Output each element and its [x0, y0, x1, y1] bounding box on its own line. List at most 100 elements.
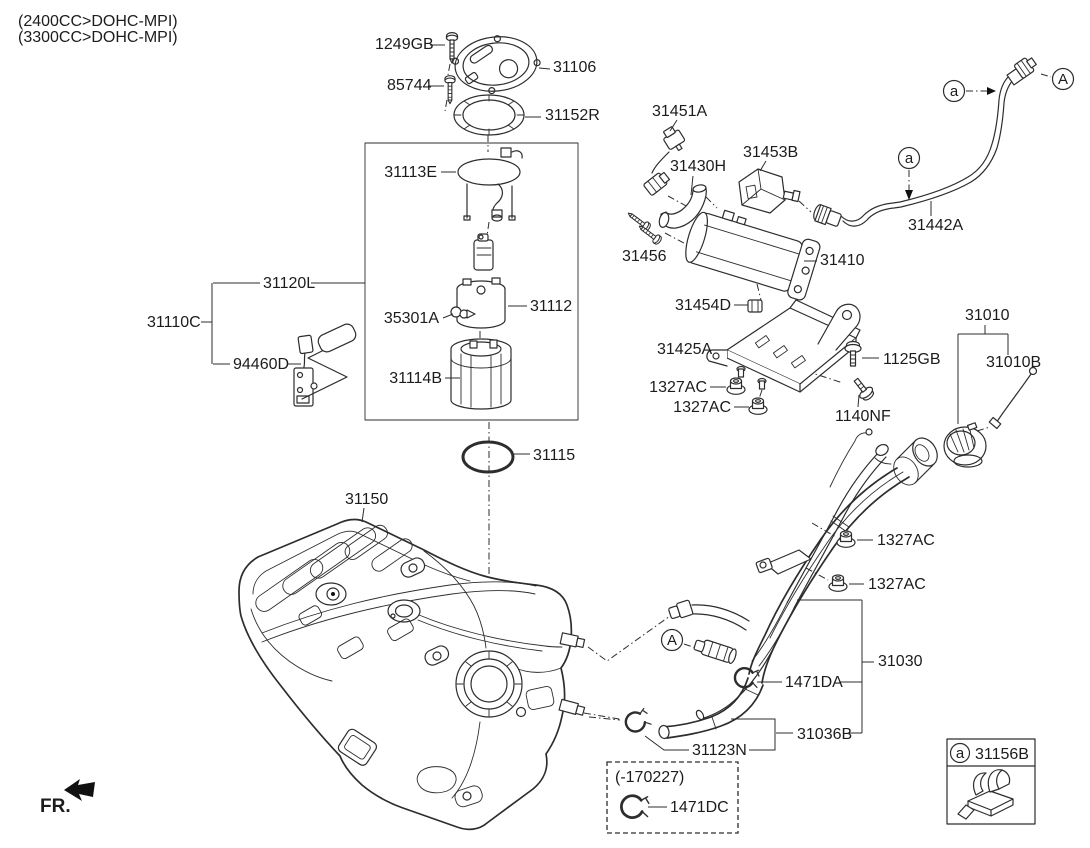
nut-1327ac-icon	[836, 530, 856, 548]
fuel-sender-group: 31110C 31120L 94460D	[147, 275, 365, 407]
nut-1327ac-icon	[748, 397, 768, 415]
tank-vent-port-icon	[315, 582, 347, 606]
neck-bracket-icon	[755, 549, 812, 575]
part-label-31106: 31106	[553, 59, 596, 76]
callout-a-letter: a	[905, 150, 914, 167]
part-label-31010b: 31010B	[986, 354, 1041, 371]
canister-bracket-icon	[706, 299, 861, 393]
part-label-31156b: 31156B	[975, 746, 1029, 763]
breather-hose-icon	[668, 599, 750, 631]
packing-oring-group: 31115	[461, 422, 575, 664]
front-label: FR.	[40, 796, 71, 817]
legend-callout-a-circle	[949, 742, 971, 764]
screw-85744-icon	[444, 75, 456, 105]
front-arrow-icon	[64, 779, 95, 801]
bolt-1140nf-icon	[853, 377, 875, 401]
reservoir-filter-icon	[450, 338, 512, 410]
part-label-1327ac-1: 1327AC	[649, 379, 707, 396]
sender-opening-icon	[387, 599, 421, 623]
filler-inlet-icon	[829, 428, 938, 488]
canister-clip-icon	[747, 299, 763, 313]
superseded-part-box: (-170227) 1471DC	[606, 761, 739, 834]
part-label-1140nf: 1140NF	[835, 408, 891, 425]
tank-drain-notch-icon	[337, 728, 378, 766]
pump-plate-cover-assembly: 1249GB 85744 31106 31152R	[375, 32, 600, 152]
fuel-tank-group: 31150	[238, 491, 685, 831]
arrowhead-icon	[905, 190, 913, 200]
front-direction-indicator: FR.	[40, 779, 95, 817]
bolt-1125gb-icon	[844, 340, 862, 367]
part-label-31114b: 31114B	[389, 370, 442, 387]
part-label-31036b: 31036B	[797, 726, 852, 743]
part-label-31120l: 31120L	[263, 275, 315, 292]
canister-icon	[685, 209, 821, 301]
nut-1327ac-icon	[726, 377, 746, 395]
part-label-31112: 31112	[530, 298, 572, 315]
callout-a-circle	[897, 146, 921, 170]
part-label-31456: 31456	[622, 248, 667, 265]
pressure-sensor-icon	[450, 306, 476, 319]
part-label-31454d: 31454D	[675, 297, 731, 314]
part-label-31123n: 31123N	[692, 742, 747, 759]
callout-A-circle	[660, 628, 684, 652]
fuel-cap-group: 31010 31010B	[943, 307, 1041, 468]
fuel-tank-icon	[238, 518, 573, 831]
callout-a-circle	[942, 79, 966, 103]
pump-plate-icon	[457, 147, 523, 222]
part-label-31030: 31030	[878, 653, 923, 670]
fuel-pump-module-group: 31113E 31112 35301A 31114B	[364, 142, 579, 421]
clamp-1471da-icon	[731, 663, 763, 692]
part-label-1471da: 1471DA	[785, 674, 843, 691]
tank-nipple-icon	[559, 632, 586, 649]
part-label-31453b: 31453B	[743, 144, 798, 161]
module-frame	[364, 142, 579, 421]
callout-a-letter: a	[950, 83, 959, 100]
part-label-31010: 31010	[965, 307, 1010, 324]
callout-A-circle	[1051, 67, 1075, 91]
pump-motor-icon	[473, 233, 494, 271]
engine-variant-line2: (3300CC>DOHC-MPI)	[18, 29, 178, 46]
part-label-31150: 31150	[345, 491, 388, 508]
canister-close-valve-icon	[738, 168, 801, 214]
legend-box: a 31156B	[946, 738, 1036, 825]
part-label-31442a: 31442A	[908, 217, 963, 234]
fuel-pump-icon	[456, 277, 506, 329]
part-label-31115: 31115	[533, 447, 575, 464]
part-label-1327ac-3: 1327AC	[877, 532, 935, 549]
lock-ring-icon	[453, 94, 525, 136]
part-label-31425a: 31425A	[657, 341, 712, 358]
tube-elbow-fitting-icon	[813, 204, 842, 227]
part-label-31152r: 31152R	[545, 107, 600, 124]
part-label-31110c: 31110C	[147, 314, 201, 331]
tank-nipple-icon	[558, 698, 586, 716]
tube-end-fitting-icon	[1006, 57, 1037, 86]
screw-31456-icon	[624, 208, 664, 246]
part-label-1327ac-4: 1327AC	[868, 576, 926, 593]
part-label-31410: 31410	[820, 252, 865, 269]
callout-A-letter: A	[1058, 71, 1068, 88]
vent-elbow-hose-icon	[658, 184, 707, 229]
canister-group: 31451A 31430H 31453B 31456 31410	[622, 103, 865, 301]
quick-connector-icon	[693, 639, 737, 664]
callout-A-letter: A	[667, 632, 677, 649]
part-label-1327ac-2: 1327AC	[673, 399, 731, 416]
part-label-1471dc: 1471DC	[670, 799, 729, 816]
nut-1327ac-icon	[828, 574, 848, 592]
legend-callout-a-letter: a	[956, 745, 965, 762]
engine-variant-line1: (2400CC>DOHC-MPI)	[18, 13, 178, 30]
tank-mount-ear-icon	[424, 645, 450, 666]
filler-hose-group: 31123N 31036B	[588, 677, 862, 759]
part-label-35301a: 35301A	[384, 310, 439, 327]
fuel-cap-icon	[943, 422, 987, 468]
dashed-frame	[606, 761, 739, 834]
pump-opening-icon	[455, 650, 523, 718]
part-label-1125gb: 1125GB	[883, 351, 941, 368]
legend-frame	[946, 738, 1036, 825]
cap-tether-icon	[988, 366, 1038, 430]
filler-neck-group: A 1327AC 1327AC 31030 1471DA	[660, 428, 938, 733]
production-date-label: (-170227)	[615, 769, 684, 786]
vapor-tube-group: a a A 31442A	[813, 57, 1075, 234]
clamp-31123n-icon	[622, 706, 654, 735]
